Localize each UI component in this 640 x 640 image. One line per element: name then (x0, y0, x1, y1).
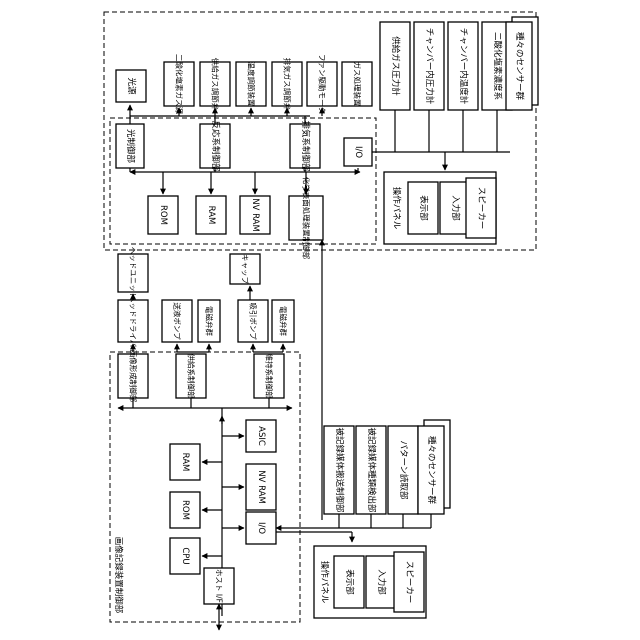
recorder-ram-label: RAM (180, 453, 190, 472)
panel-upper-input-label: 入力部 (450, 195, 461, 221)
sensor-group-lower-label: 種々のセンサー群 (426, 436, 437, 505)
head-driver-label: ヘッドドライバ (129, 295, 138, 348)
solenoid-2-label: 電磁弁群 (279, 306, 289, 336)
suction-pump-label: 吸引ポンプ (249, 302, 258, 340)
recorder-title: 画像記録装置制御部 (113, 537, 124, 614)
recorder-io-label: I/O (256, 522, 266, 534)
recorder-nvram-label: NV RAM (256, 470, 266, 504)
recorder-rom-label: ROM (180, 500, 190, 520)
panel-lower-speaker-label: スピーカー (404, 561, 414, 604)
surface-reaction-ctrl-label: 反応系制御部 (210, 120, 221, 172)
surface-controller-label: 化学表面処理装置制御部 (302, 177, 312, 260)
sensor-chamber-temp-label: チャンバー内温度計 (458, 28, 469, 105)
host-if-label: ホスト I/F (215, 569, 224, 603)
panel-upper-display-label: 表示部 (418, 195, 429, 221)
surface-gas-treat-label: ガス処理装置 (353, 62, 363, 107)
surface-nvram-label: NV RAM (250, 198, 260, 232)
panel-lower-input-label: 入力部 (376, 569, 387, 595)
head-unit-label: ヘッドユニット (129, 247, 138, 300)
surface-temp-humid-label: 温度調節装置 (247, 62, 257, 107)
pattern-read-label: パターン読取部 (398, 440, 409, 500)
panel-upper-title: 操作パネル (391, 187, 402, 230)
solenoid-1-label: 電磁弁群 (205, 306, 215, 336)
surface-supply-valve-label: 供給ガス調節弁 (211, 58, 221, 111)
surface-light-ctrl-label: 光制御部 (125, 129, 136, 164)
supply-pump-label: 送液ポンプ (173, 302, 183, 340)
surface-exhaust-ctrl-label: 排気系制御部 (300, 120, 311, 172)
panel-lower-display-label: 表示部 (344, 569, 355, 595)
surface-co2-supply-label: 二酸化塩素ガス源 (175, 54, 185, 114)
sensor-supply-pressure-label: 供給ガス圧力計 (390, 36, 401, 96)
supply-ctrl-label: 供給系制御部 (187, 354, 197, 399)
surface-io-label: I/O (353, 146, 363, 158)
cpu-label: CPU (180, 547, 190, 564)
maint-ctrl-label: 維持系制御部 (265, 354, 275, 399)
surface-rom-label: ROM (158, 205, 168, 225)
panel-lower-title: 操作パネル (319, 561, 330, 604)
surface-light-source-label: 光源 (126, 77, 137, 95)
image-ctrl-label: 画像形成制御部 (129, 350, 139, 403)
sensor-group-upper-label: 種々のセンサー群 (514, 32, 525, 101)
surface-fan-label: ファン駆動モータ (318, 54, 327, 114)
sensor-co2-conc-label: 二酸化塩素濃度系 (492, 32, 503, 100)
asic-label: ASIC (256, 426, 266, 446)
surface-exhaust-valve-label: 排気ガス調節弁 (283, 58, 293, 111)
cap-label: キャップ (241, 254, 250, 284)
media-transport-label: 被記録媒体搬送制御部 (334, 427, 345, 513)
panel-upper-speaker-label: スピーカー (476, 187, 486, 230)
surface-ram-label: RAM (206, 206, 216, 225)
sensor-chamber-pressure-label: チャンバー内圧力計 (424, 28, 435, 105)
media-type-label: 被記録媒体種類検出部 (366, 427, 377, 513)
